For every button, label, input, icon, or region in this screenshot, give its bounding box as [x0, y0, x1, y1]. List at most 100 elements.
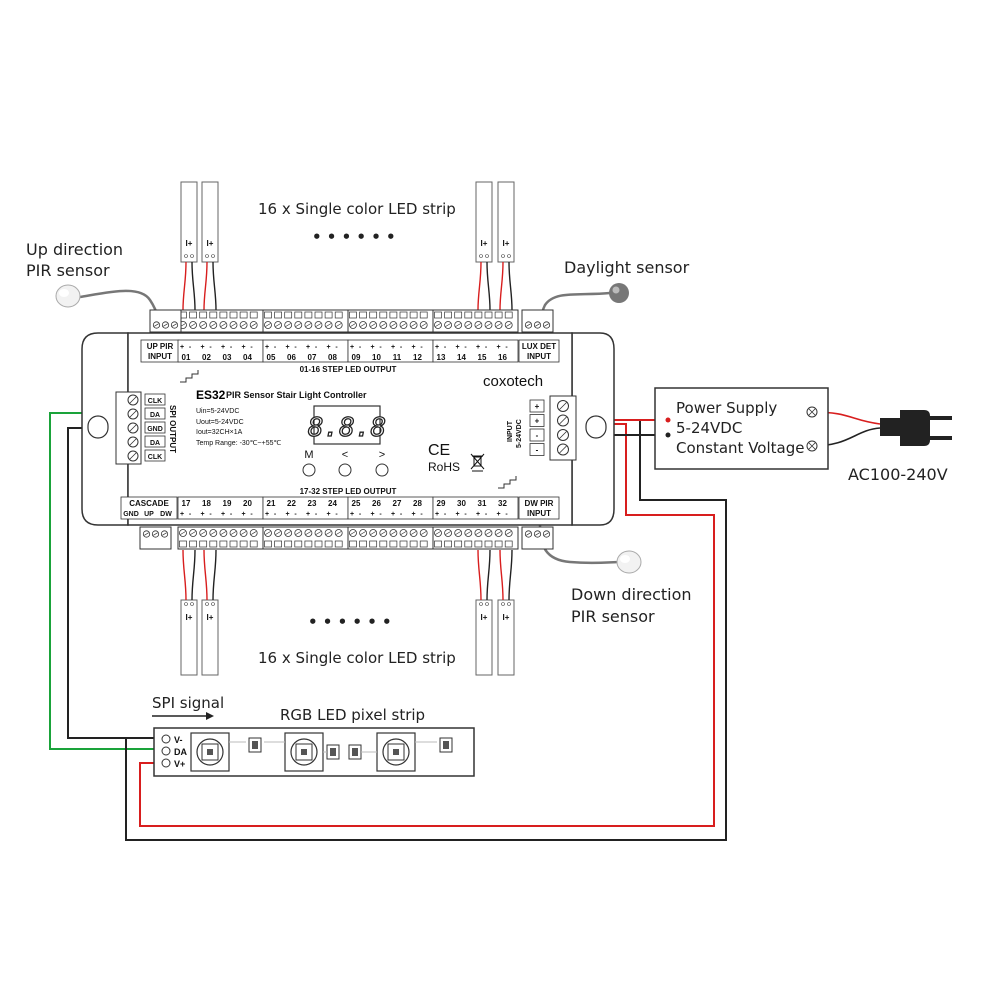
svg-text:I+: I+	[186, 239, 193, 248]
ps-line-1: Power Supply	[676, 399, 777, 417]
dw-pir-label-1: DW PIR	[525, 499, 554, 508]
ac-plug-icon	[880, 410, 952, 446]
lux-det-label-1: LUX DET	[522, 342, 556, 351]
resistor	[248, 737, 262, 753]
up-pir-label-1: UP PIR	[147, 342, 174, 351]
polarity-plus: +	[411, 344, 415, 351]
channel-number: 25	[352, 499, 361, 508]
controller: UP PIR INPUT LUX DET INPUT 01+-02+-03+-0…	[81, 309, 615, 550]
up-pir-text-1: Up direction	[26, 240, 123, 259]
single-color-led-strip: I+	[497, 181, 515, 311]
polarity-plus: +	[326, 511, 330, 518]
terminal-block	[177, 526, 264, 550]
pixel-pin-label: V-	[174, 735, 183, 745]
polarity-plus: +	[435, 511, 439, 518]
polarity-plus: +	[350, 511, 354, 518]
button-next-label: >	[379, 449, 385, 461]
cascade-pin-dw: DW	[160, 511, 172, 518]
button-prev[interactable]	[338, 463, 352, 477]
spi-pin-label: DA	[150, 412, 160, 419]
rgb-pixel	[376, 732, 416, 772]
terminal-block	[177, 309, 264, 333]
polarity-plus: +	[306, 511, 310, 518]
cascade-pin-up: UP	[144, 511, 154, 518]
polarity-minus: -	[250, 344, 253, 351]
top-led-strips: I+I+I+I+	[180, 181, 515, 311]
terminal-block	[347, 309, 434, 333]
polarity-minus: -	[335, 344, 338, 351]
sensor-terminal	[521, 309, 554, 333]
top-channel-labels: 01+-02+-03+-04+-05+-06+-07+-08+-09+-10+-…	[177, 339, 519, 363]
polarity-minus: -	[189, 344, 192, 351]
polarity-minus: -	[209, 511, 212, 518]
svg-text:I+: I+	[207, 239, 214, 248]
polarity-plus: +	[370, 511, 374, 518]
spi-signal-text: SPI signal	[152, 694, 224, 712]
polarity-plus: +	[241, 344, 245, 351]
polarity-minus: -	[444, 344, 447, 351]
polarity-plus: +	[285, 344, 289, 351]
ps-line-2: 5-24VDC	[676, 419, 742, 437]
channel-number: 02	[202, 353, 211, 362]
up-pir-sensor	[55, 284, 81, 308]
button-m-label: M	[304, 449, 313, 461]
polarity-minus: -	[420, 511, 423, 518]
stair-icon-top	[180, 370, 199, 383]
channel-number: 11	[393, 353, 402, 362]
polarity-plus: +	[326, 344, 330, 351]
button-next[interactable]	[375, 463, 389, 477]
button-m[interactable]	[302, 463, 316, 477]
spi-pin-label: CLK	[148, 398, 162, 405]
seven-segment-display	[313, 405, 381, 445]
svg-text:I+: I+	[503, 239, 510, 248]
power-pin-label: +	[535, 402, 540, 411]
button-prev-label: <	[342, 449, 348, 461]
channel-number: 07	[308, 353, 317, 362]
channel-number: 08	[328, 353, 337, 362]
ac-voltage-text: AC100-240V	[848, 465, 948, 484]
weee-bin-icon	[470, 453, 485, 472]
polarity-plus: +	[391, 344, 395, 351]
polarity-minus: -	[250, 511, 253, 518]
up-pir-text-2: PIR sensor	[26, 261, 110, 280]
polarity-minus: -	[230, 511, 233, 518]
cascade-pin-gnd: GND	[123, 511, 139, 518]
rgb-strip-text: RGB LED pixel strip	[280, 706, 425, 724]
polarity-minus: -	[464, 511, 467, 518]
polarity-plus: +	[306, 344, 310, 351]
polarity-minus: -	[294, 344, 297, 351]
svg-text:I+: I+	[503, 613, 510, 622]
ps-line-3: Constant Voltage	[676, 439, 804, 457]
spi-pin-label: DA	[150, 440, 160, 447]
spec-uout: Uout=5-24VDC	[196, 419, 244, 426]
polarity-plus: +	[476, 344, 480, 351]
polarity-minus: -	[335, 511, 338, 518]
single-color-led-strip: I+	[497, 549, 515, 676]
top-strips-text: 16 x Single color LED strip	[258, 200, 456, 218]
polarity-plus: +	[411, 511, 415, 518]
channel-number: 17	[182, 499, 191, 508]
channel-number: 15	[478, 353, 487, 362]
lux-det-label-2: INPUT	[527, 352, 551, 361]
channel-number: 03	[223, 353, 232, 362]
channel-number: 04	[243, 353, 252, 362]
polarity-plus: +	[221, 344, 225, 351]
top-terminal-blocks	[149, 309, 554, 333]
polarity-plus: +	[285, 511, 289, 518]
channel-number: 09	[352, 353, 361, 362]
channel-number: 14	[457, 353, 466, 362]
spi-pin-label: GND	[147, 426, 163, 433]
terminal-block	[262, 526, 349, 550]
polarity-plus: +	[265, 511, 269, 518]
channel-number: 32	[498, 499, 507, 508]
terminal-block	[347, 526, 434, 550]
resistor	[439, 737, 453, 753]
rgb-pixel	[190, 732, 230, 772]
single-color-led-strip: I+	[180, 181, 198, 311]
daylight-text: Daylight sensor	[564, 258, 690, 277]
channel-number: 01	[182, 353, 191, 362]
polarity-minus: -	[379, 344, 382, 351]
polarity-minus: -	[505, 344, 508, 351]
channel-number: 16	[498, 353, 507, 362]
stair-icon-bottom	[498, 476, 517, 489]
